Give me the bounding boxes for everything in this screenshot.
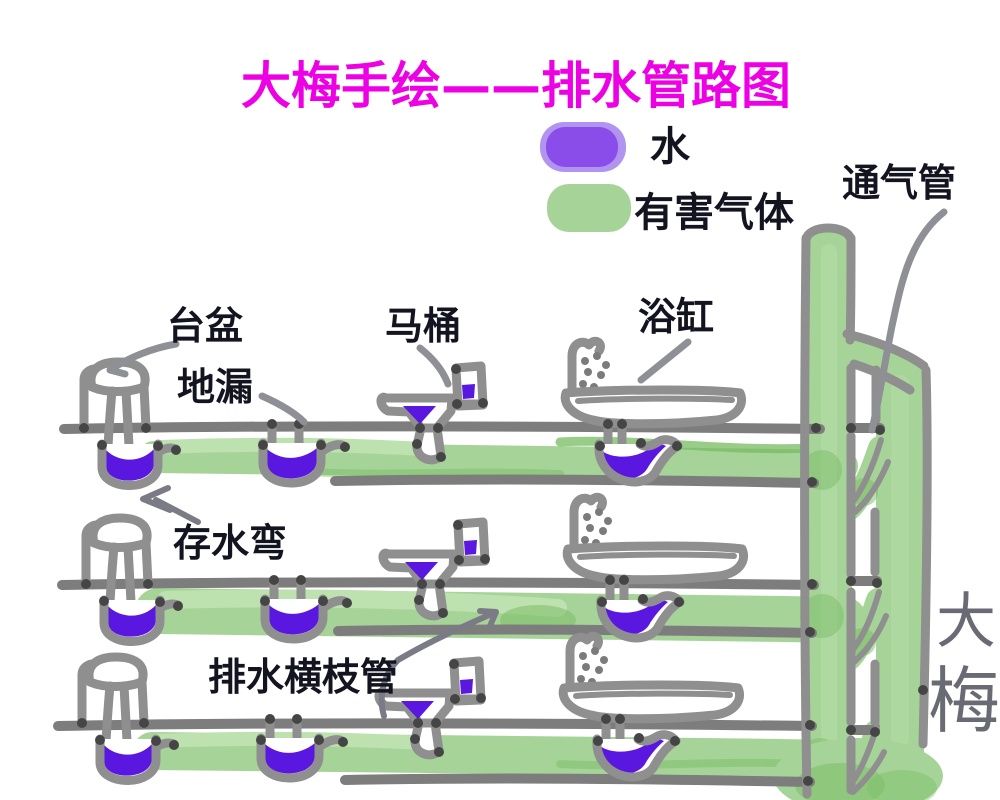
legend-water-label: 水 (650, 124, 691, 170)
signature-char-1: 大 (936, 587, 996, 657)
vertical-stack-outline (800, 223, 932, 799)
basin-leader (106, 340, 180, 378)
bathtub-leader (637, 338, 692, 384)
legend: 水 有害气体 (540, 122, 794, 236)
label-floor-drain: 地漏 (177, 365, 253, 409)
label-toilet: 马桶 (385, 304, 461, 348)
branch-pipe-arrow (378, 608, 499, 719)
label-branch-pipe: 排水横枝管 (208, 655, 398, 699)
leader-lines (106, 208, 948, 719)
legend-gas-label: 有害气体 (634, 190, 794, 236)
trap-arrow (140, 485, 201, 525)
label-basin: 台盆 (167, 304, 243, 348)
page-title: 大梅手绘——排水管路图 (241, 57, 791, 115)
vent-branch-outline (842, 329, 929, 371)
label-vent-pipe: 通气管 (842, 161, 956, 205)
floor-drain-leader (258, 392, 308, 426)
signature: 大 梅 (928, 587, 1000, 743)
label-trap: 存水弯 (173, 521, 287, 565)
branch-pipe-gas-floor-1 (138, 436, 858, 482)
branch-pipe-gas-floor-3 (133, 731, 861, 778)
vent-pipe-leader (868, 208, 948, 434)
signature-char-2: 梅 (928, 659, 1000, 743)
toilet-leader (416, 344, 452, 388)
legend-gas-swatch (547, 184, 631, 232)
label-bathtub: 浴缸 (638, 295, 714, 339)
legend-water-swatch (540, 122, 626, 172)
